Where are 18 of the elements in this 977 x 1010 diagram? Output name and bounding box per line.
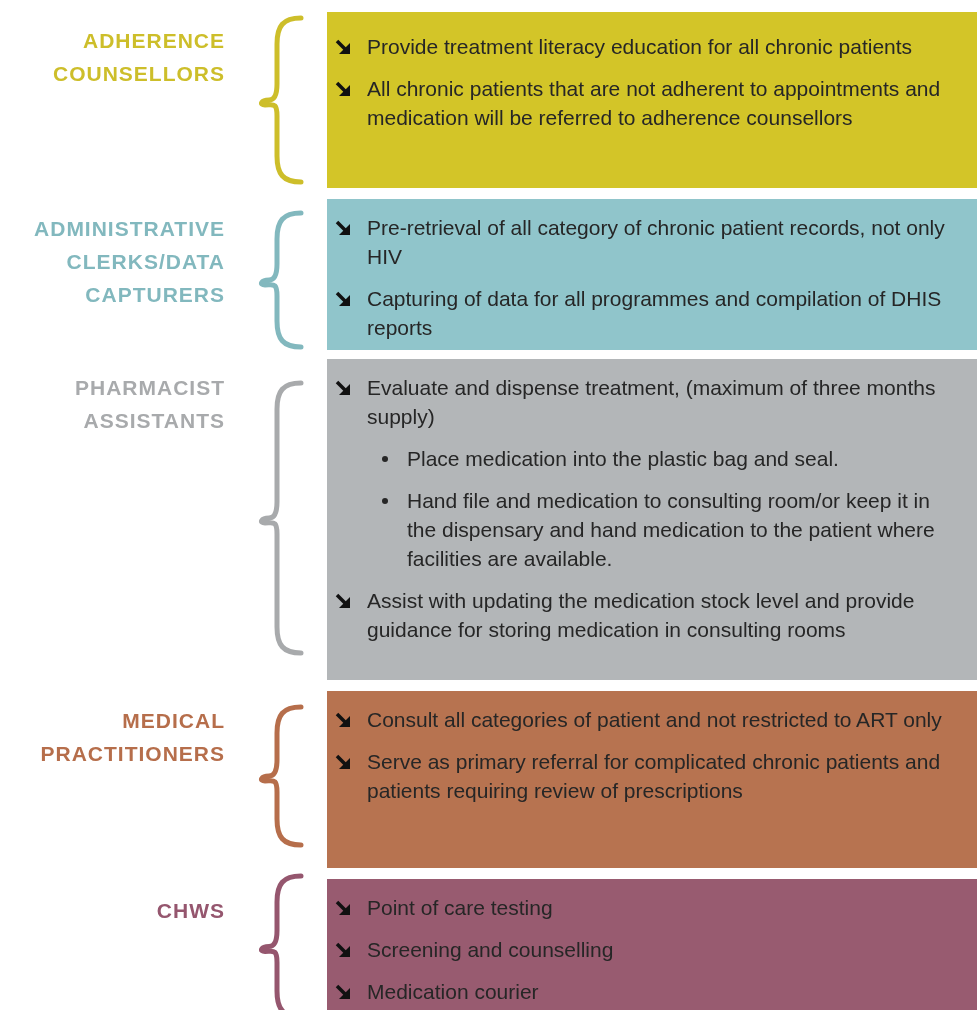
- bullet-text: Medication courier: [367, 979, 540, 1005]
- bullet-text: Pre-retrieval of all category of chronic patient records, not only HIV: [367, 215, 946, 270]
- role-heading: ADMINISTRATIVE CLERKS/DATA CAPTURERS: [33, 216, 225, 308]
- bullet-text: Provide treatment literacy education for all chronic patients: [367, 34, 914, 60]
- bullet-text: Screening and counselling: [367, 937, 615, 963]
- bullet-text: Consult all categories of patient and not restricted to ART only: [367, 707, 943, 733]
- role-heading: PHARMACIST ASSISTANTS: [74, 375, 225, 434]
- role-heading: MEDICAL PRACTITIONERS: [39, 708, 225, 767]
- role-heading: ADHERENCE COUNSELLORS: [52, 28, 225, 87]
- bullet-text: All chronic patients that are not adherent to appointments and medication will be referred to adherence counsellors: [367, 76, 942, 131]
- bullet-text: Point of care testing: [367, 895, 554, 921]
- bullet-text: Serve as primary referral for complicated chronic patients and patients requiring review of prescriptions: [367, 749, 942, 804]
- role-heading: CHWS: [155, 898, 225, 924]
- bullet-text: Assist with updating the medication stock level and provide guidance for storing medication in consulting rooms: [367, 588, 916, 643]
- bullet-text: Evaluate and dispense treatment, (maximum of three months supply): [367, 375, 937, 430]
- bullet-text: Place medication into the plastic bag and seal.: [407, 446, 840, 472]
- bullet-text: Hand file and medication to consulting room/or keep it in the dispensary and hand medication to the patient where facilities are available.: [407, 488, 936, 572]
- bullet-text: Capturing of data for all programmes and compilation of DHIS reports: [367, 286, 943, 341]
